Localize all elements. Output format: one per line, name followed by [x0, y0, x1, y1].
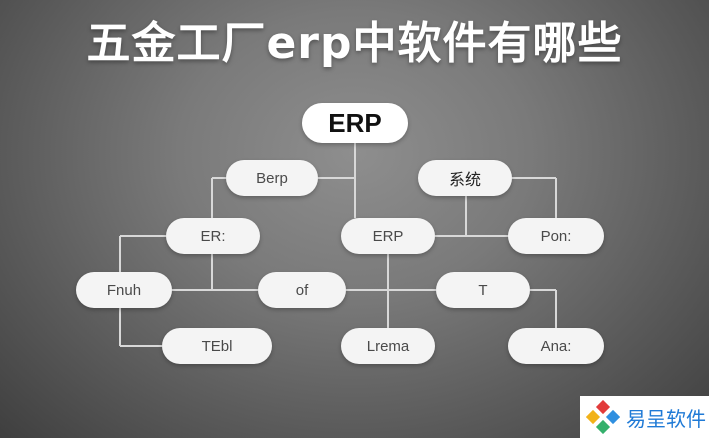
- node-pon: Pon:: [508, 218, 604, 254]
- brand-name: 易呈软件: [626, 406, 706, 431]
- node-tebl: TEbl: [162, 328, 272, 364]
- node-xitong: 系统: [418, 160, 512, 196]
- brand-watermark: 易呈软件: [580, 396, 709, 438]
- node-anna: Ana:: [508, 328, 604, 364]
- page-title: 五金工厂erp中软件有哪些: [86, 18, 623, 69]
- node-of: of: [258, 272, 346, 308]
- node-berp: Berp: [226, 160, 318, 196]
- root-node: ERP: [302, 103, 408, 143]
- node-lrema: Lrema: [341, 328, 435, 364]
- brand-logo-icon: [586, 400, 620, 434]
- node-fnuh: Fnuh: [76, 272, 172, 308]
- node-er: ER:: [166, 218, 260, 254]
- node-erp2: ERP: [341, 218, 435, 254]
- node-t: T: [436, 272, 530, 308]
